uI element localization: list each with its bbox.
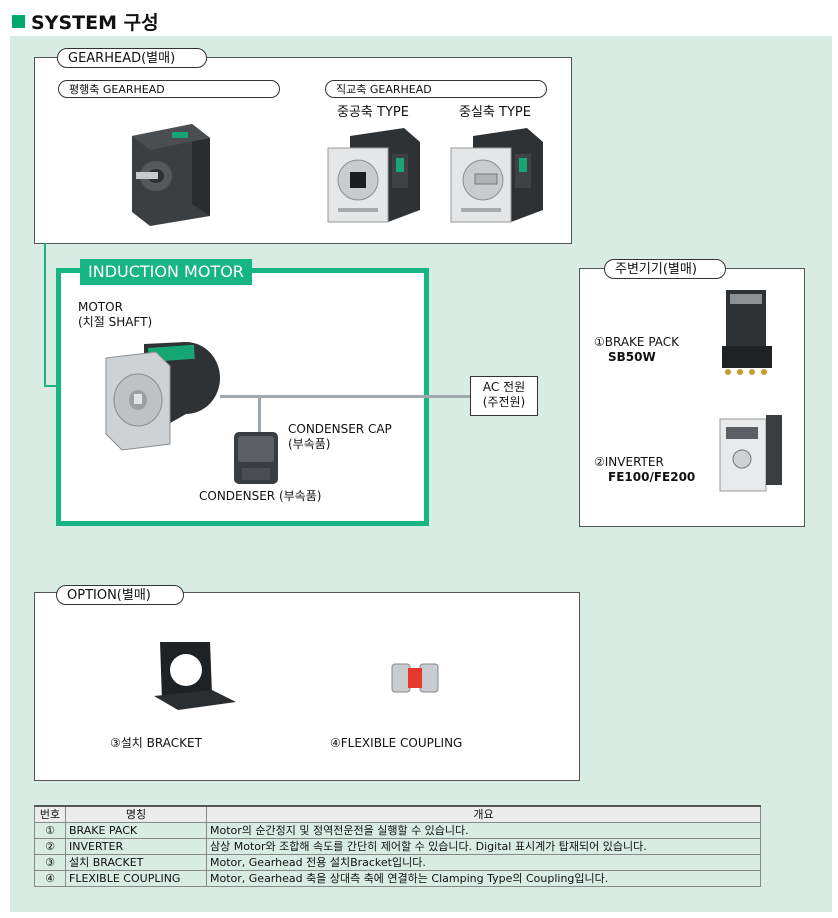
bracket-label: ③설치 BRACKET (110, 736, 202, 750)
peripheral-title: 주변기기(별매) (604, 259, 726, 279)
power-cable (220, 395, 470, 398)
option-box (34, 592, 580, 781)
condenser-cap-label: CONDENSER CAP (288, 422, 392, 436)
coupling-label: ④FLEXIBLE COUPLING (330, 736, 463, 750)
parallel-gearhead-label: 평행축 GEARHEAD (58, 80, 280, 98)
brake-pack-model: SB50W (608, 350, 656, 364)
right-angle-gearhead-label: 직교축 GEARHEAD (325, 80, 547, 98)
inverter-model: FE100/FE200 (608, 470, 696, 484)
solid-shaft-gearhead-image (450, 128, 543, 223)
coupling-image (391, 663, 439, 693)
bracket-image (154, 642, 236, 710)
connector-line-vertical (44, 243, 46, 386)
motor-label: MOTOR (78, 300, 123, 314)
row-number: ④ (34, 870, 66, 887)
table-row: ① BRAKE PACK Motor의 순간정지 및 정역전운전을 실행할 수 … (34, 822, 761, 839)
table-header-row: 번호 명칭 개요 (34, 805, 761, 823)
parallel-gearhead-image (132, 124, 210, 226)
header-summary: 개요 (206, 805, 761, 823)
row-name: INVERTER (65, 838, 207, 855)
row-summary: Motor의 순간정지 및 정역전운전을 실행할 수 있습니다. (206, 822, 761, 839)
induction-motor-image (105, 342, 220, 451)
table-row: ② INVERTER 삼상 Motor와 조합해 속도를 간단히 제어할 수 있… (34, 838, 761, 855)
ac-power-note: (주전원) (482, 395, 526, 409)
row-name: 설치 BRACKET (65, 854, 207, 871)
gearhead-title: GEARHEAD(별매) (57, 48, 207, 68)
row-summary: Motor, Gearhead 전용 설치Bracket입니다. (206, 854, 761, 871)
induction-motor-title: INDUCTION MOTOR (80, 259, 252, 285)
ac-power-box: AC 전원 (주전원) (470, 376, 538, 416)
inverter-image (719, 415, 782, 492)
motor-shaft-label: (치절 SHAFT) (78, 315, 153, 329)
row-summary: 삼상 Motor와 조합해 속도를 간단히 제어할 수 있습니다. Digita… (206, 838, 761, 855)
table-row: ③ 설치 BRACKET Motor, Gearhead 전용 설치Bracke… (34, 854, 761, 871)
condenser-cap-note: (부속품) (288, 437, 331, 451)
row-summary: Motor, Gearhead 축을 상대측 축에 연결하는 Clamping … (206, 870, 761, 887)
row-name: FLEXIBLE COUPLING (65, 870, 207, 887)
solid-shaft-type: 중실축 TYPE (459, 105, 531, 120)
row-number: ② (34, 838, 66, 855)
header-name: 명칭 (65, 805, 207, 823)
condenser-cable (258, 397, 261, 433)
condenser-image (234, 432, 278, 484)
header-number: 번호 (34, 805, 66, 823)
row-number: ③ (34, 854, 66, 871)
inverter-label: ②INVERTER (594, 455, 664, 469)
brake-pack-label: ①BRAKE PACK (594, 335, 680, 349)
hollow-shaft-type: 중공축 TYPE (337, 105, 409, 120)
row-name: BRAKE PACK (65, 822, 207, 839)
ac-power-label: AC 전원 (482, 380, 526, 394)
summary-table: 번호 명칭 개요 ① BRAKE PACK Motor의 순간정지 및 정역전운… (34, 805, 761, 887)
brake-pack-image (722, 290, 772, 375)
option-title: OPTION(별매) (56, 585, 184, 605)
hollow-shaft-gearhead-image (327, 128, 420, 223)
page-title: SYSTEM 구성 (12, 8, 159, 35)
row-number: ① (34, 822, 66, 839)
table-row: ④ FLEXIBLE COUPLING Motor, Gearhead 축을 상… (34, 870, 761, 887)
title-square-icon (12, 15, 25, 28)
condenser-label: CONDENSER (부속품) (199, 489, 322, 503)
